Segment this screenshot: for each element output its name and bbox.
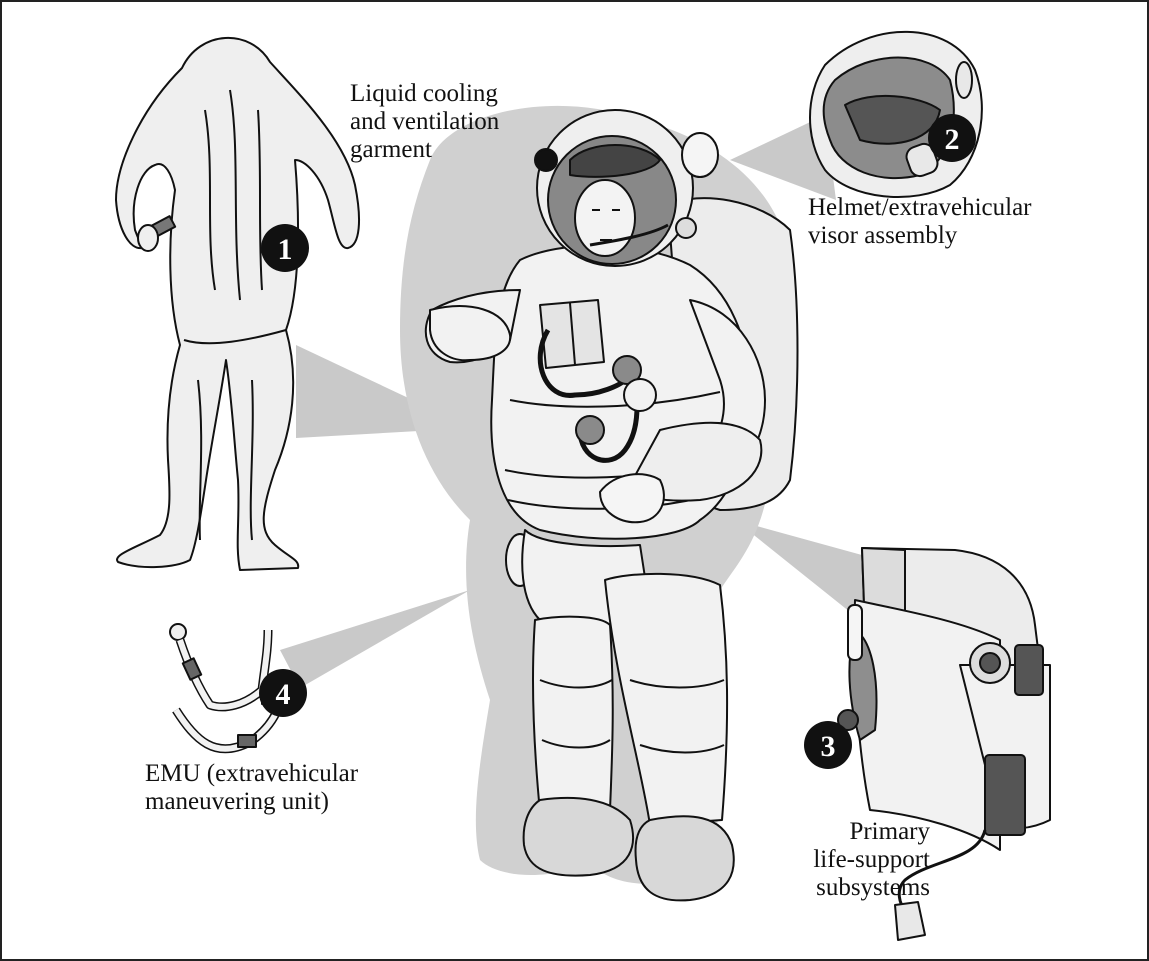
label-cooling-garment-line-3: garment <box>350 136 499 164</box>
badge-3-number: 3 <box>821 730 836 763</box>
astronaut-illustration <box>400 106 798 901</box>
label-life-support: Primary life-support subsystems <box>780 818 930 902</box>
badge-4-number: 4 <box>276 678 291 711</box>
label-life-support-line-2: life-support <box>780 846 930 874</box>
label-life-support-line-1: Primary <box>780 818 930 846</box>
cooling-garment-illustration <box>116 38 359 570</box>
badge-1: 1 <box>261 224 309 272</box>
badge-2-number: 2 <box>945 123 960 156</box>
label-cooling-garment-line-2: and ventilation <box>350 108 499 136</box>
label-helmet-assembly-line-1: Helmet/extravehicular <box>808 194 1032 222</box>
badge-3: 3 <box>804 721 852 769</box>
badge-1-number: 1 <box>278 233 293 266</box>
badge-2: 2 <box>928 114 976 162</box>
label-cooling-garment-line-1: Liquid cooling <box>350 80 499 108</box>
label-helmet-assembly-line-2: visor assembly <box>808 222 1032 250</box>
label-helmet-assembly: Helmet/extravehicular visor assembly <box>808 194 1032 250</box>
pointer-wedge-4 <box>280 590 470 688</box>
label-emu-line-2: maneuvering unit) <box>145 788 358 816</box>
label-life-support-line-3: subsystems <box>780 874 930 902</box>
label-emu: EMU (extravehicular maneuvering unit) <box>145 760 358 816</box>
badge-4: 4 <box>259 669 307 717</box>
label-emu-line-1: EMU (extravehicular <box>145 760 358 788</box>
label-cooling-garment: Liquid cooling and ventilation garment <box>350 80 499 164</box>
